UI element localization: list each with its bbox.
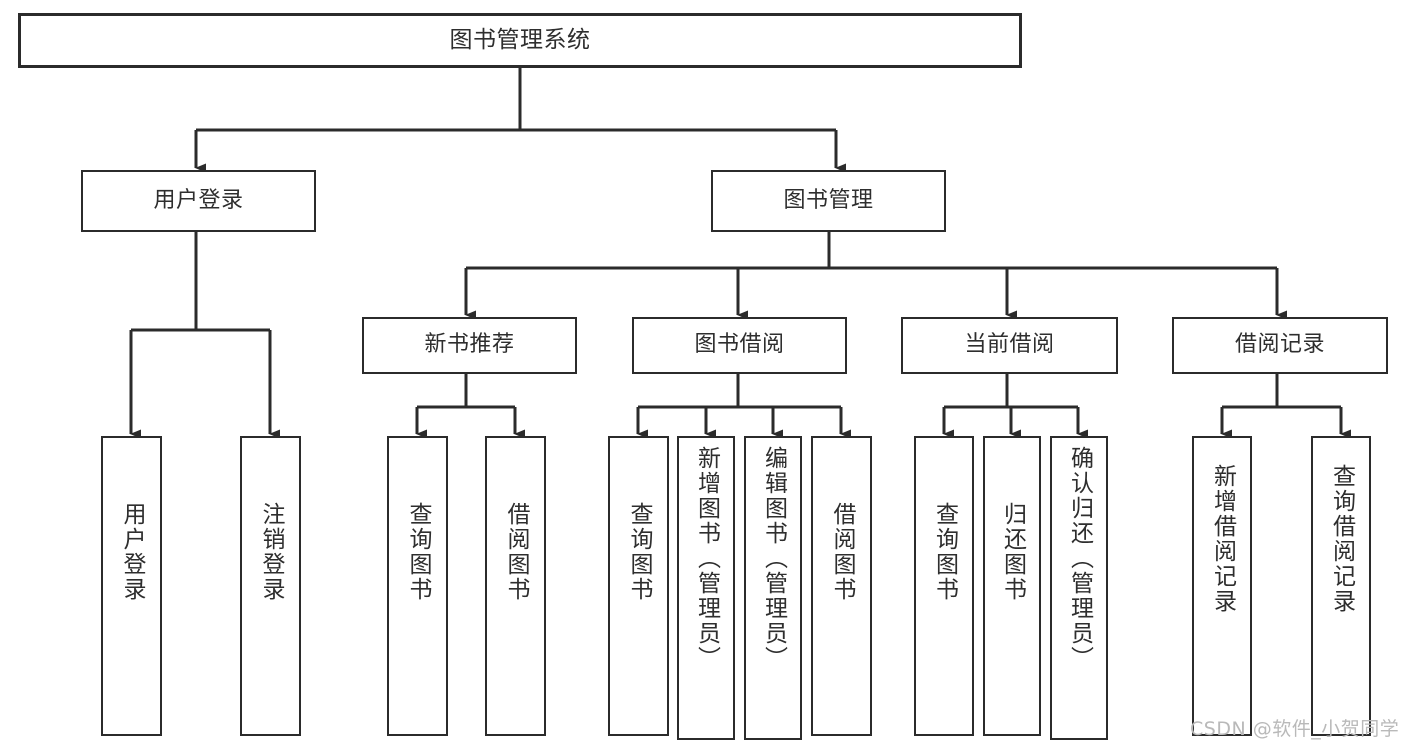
node-label: 归还图书 bbox=[999, 502, 1026, 602]
node-leaf-confirm-return-admin[interactable]: 确认归还（管理员） bbox=[1050, 436, 1108, 740]
node-leaf-query-book-recommend[interactable]: 查询图书 bbox=[387, 436, 448, 736]
node-label: 图书借阅 bbox=[694, 332, 785, 358]
node-book-borrowing[interactable]: 图书借阅 bbox=[632, 317, 847, 374]
node-label: 图书管理 bbox=[783, 187, 874, 213]
node-leaf-query-borrow-record[interactable]: 查询借阅记录 bbox=[1311, 436, 1371, 736]
node-leaf-query-book-current[interactable]: 查询图书 bbox=[914, 436, 974, 736]
node-book-management[interactable]: 图书管理 bbox=[711, 170, 946, 232]
node-borrow-records[interactable]: 借阅记录 bbox=[1172, 317, 1388, 374]
node-label: 确认归还（管理员） bbox=[1066, 446, 1093, 671]
node-label: 借阅记录 bbox=[1234, 332, 1325, 358]
csdn-watermark: CSDN @软件_小贺同学 bbox=[1190, 718, 1400, 740]
node-leaf-return-book[interactable]: 归还图书 bbox=[983, 436, 1041, 736]
node-label: 新增图书（管理员） bbox=[693, 446, 720, 671]
node-label: 查询图书 bbox=[931, 502, 958, 602]
node-label: 借阅图书 bbox=[829, 502, 855, 602]
node-leaf-add-borrow-record[interactable]: 新增借阅记录 bbox=[1192, 436, 1252, 736]
node-label: 查询借阅记录 bbox=[1328, 464, 1355, 614]
node-label: 查询图书 bbox=[626, 502, 652, 602]
node-current-borrowing[interactable]: 当前借阅 bbox=[901, 317, 1118, 374]
node-label: 新书推荐 bbox=[424, 332, 515, 358]
node-leaf-borrow-book-borrowing[interactable]: 借阅图书 bbox=[811, 436, 872, 736]
node-user-login[interactable]: 用户登录 bbox=[81, 170, 316, 232]
node-label: 借阅图书 bbox=[503, 502, 529, 602]
node-leaf-edit-book-admin[interactable]: 编辑图书（管理员） bbox=[744, 436, 802, 740]
node-new-book-recommendation[interactable]: 新书推荐 bbox=[362, 317, 577, 374]
node-leaf-logout[interactable]: 注销登录 bbox=[240, 436, 301, 736]
node-label: 编辑图书（管理员） bbox=[760, 446, 787, 671]
node-label: 注销登录 bbox=[258, 502, 284, 602]
node-leaf-user-login[interactable]: 用户登录 bbox=[101, 436, 162, 736]
node-label: 图书管理系统 bbox=[449, 26, 591, 53]
node-label: 当前借阅 bbox=[964, 332, 1055, 358]
node-leaf-borrow-book-recommend[interactable]: 借阅图书 bbox=[485, 436, 546, 736]
node-leaf-query-book-borrowing[interactable]: 查询图书 bbox=[608, 436, 669, 736]
node-label: 查询图书 bbox=[405, 502, 431, 602]
node-label: 新增借阅记录 bbox=[1209, 464, 1236, 614]
node-leaf-add-book-admin[interactable]: 新增图书（管理员） bbox=[677, 436, 735, 740]
node-label: 用户登录 bbox=[119, 502, 145, 602]
node-label: 用户登录 bbox=[153, 187, 244, 213]
node-root-book-management-system[interactable]: 图书管理系统 bbox=[18, 13, 1022, 68]
